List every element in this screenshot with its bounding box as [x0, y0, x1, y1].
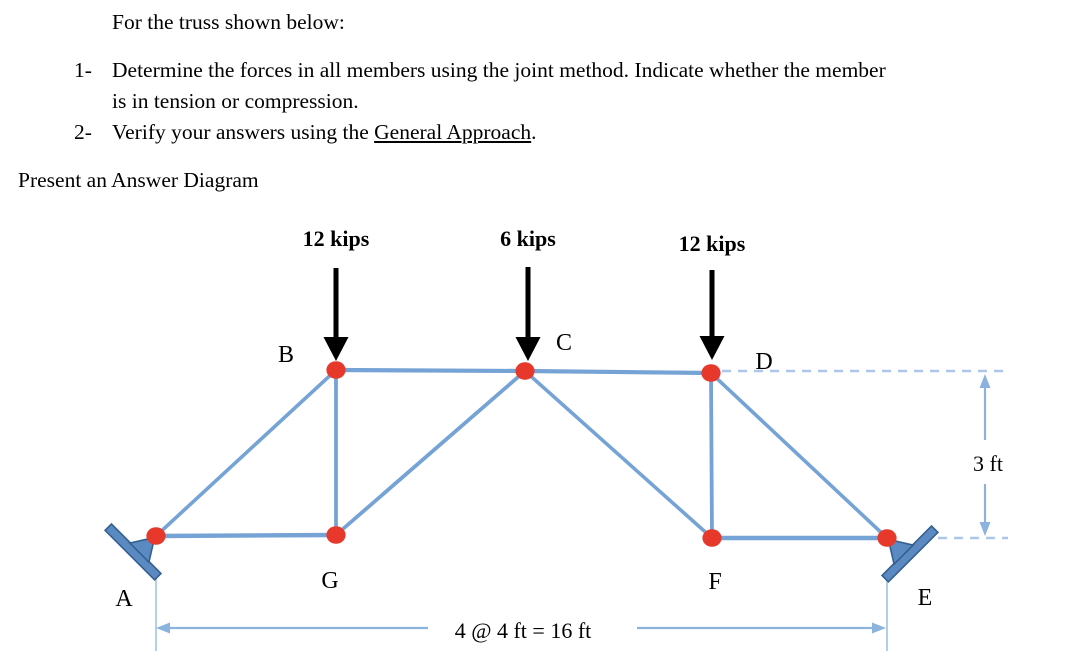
support-E	[880, 524, 940, 583]
joint-label-E: E	[918, 585, 933, 611]
joint-dot-D	[701, 364, 721, 382]
answer-diagram-note: Present an Answer Diagram	[18, 168, 259, 192]
joint-dot-A	[146, 527, 166, 545]
problem-intro: For the truss shown below:	[112, 10, 345, 34]
item2-text-prefix: Verify your answers using the	[112, 120, 375, 144]
item1-number: 1-	[74, 58, 92, 82]
joint-label-B: B	[278, 342, 294, 368]
joint-dot-E	[877, 529, 897, 547]
member-CF	[523, 369, 714, 540]
joint-label-F: F	[708, 569, 721, 595]
joint-label-D: D	[755, 349, 772, 375]
item2-number: 2-	[74, 120, 92, 144]
height-dim-arrow-down	[979, 522, 991, 536]
joint-dot-B	[326, 361, 346, 379]
member-AG	[153, 532, 339, 539]
span-dim-arrow-left	[156, 622, 170, 634]
load-label-2: 12 kips	[679, 231, 746, 256]
span-dimension-label: 4 @ 4 ft = 16 ft	[455, 618, 592, 643]
span-dim-arrow-right	[872, 622, 886, 634]
member-CG	[334, 369, 527, 537]
joint-dot-F	[702, 529, 722, 547]
load-arrow-head-1	[515, 337, 541, 361]
load-label-1: 6 kips	[500, 226, 556, 251]
support-triangle-E	[887, 538, 915, 566]
member-CD	[522, 368, 714, 376]
height-dim-arrow-up	[979, 374, 991, 388]
height-dimension-label: 3 ft	[973, 451, 1003, 476]
joint-dot-G	[326, 526, 346, 544]
joint-label-G: G	[321, 568, 338, 594]
support-triangle-A	[128, 536, 156, 564]
item2-text-suffix: .	[531, 120, 537, 144]
item2-text-underlined: General Approach	[374, 120, 532, 144]
member-AB	[154, 368, 338, 538]
member-DE	[709, 371, 889, 540]
item1-text-line2: is in tension or compression.	[112, 89, 359, 113]
joint-label-A: A	[115, 586, 133, 612]
joint-dot-C	[515, 362, 535, 380]
member-BC	[333, 367, 528, 374]
load-arrow-head-0	[323, 337, 349, 361]
load-label-0: 12 kips	[303, 226, 370, 251]
item2-text: Verify your answers using the General Ap…	[112, 117, 537, 147]
load-arrow-head-2	[699, 336, 725, 360]
support-A	[103, 522, 163, 581]
item1-text-line1: Determine the forces in all members usin…	[112, 58, 886, 82]
member-DF	[709, 371, 714, 540]
joint-label-C: C	[556, 330, 572, 356]
